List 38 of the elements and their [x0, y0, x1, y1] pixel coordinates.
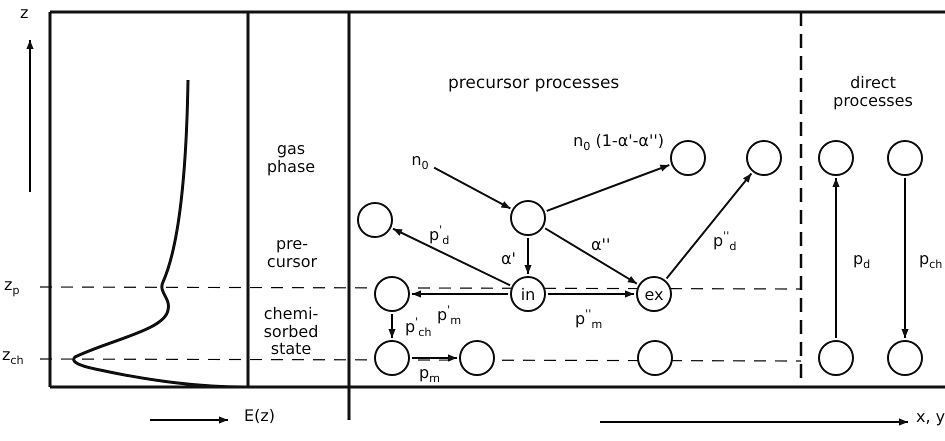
- particle-circle: [887, 340, 923, 376]
- region-label: gas phase: [266, 140, 316, 176]
- particle-circle: [887, 140, 923, 176]
- axis-label: x, y: [916, 408, 945, 426]
- section-heading: precursor processes: [448, 74, 620, 93]
- region-label: chemi- sorbed state: [262, 305, 320, 358]
- arrow: [544, 227, 638, 285]
- flux-label: n$_{0}$: [406, 148, 434, 172]
- axis-tick-label: z$_{ch}$: [2, 346, 24, 364]
- labeled-particle-circle: in: [510, 276, 546, 312]
- particle-circle: [637, 340, 673, 376]
- arrow: [666, 172, 752, 280]
- region-label: pre- cursor: [266, 235, 318, 270]
- arrow: [412, 290, 508, 298]
- labeled-particle-circle: ex: [636, 276, 672, 312]
- arrow: [434, 166, 511, 210]
- arrow: [901, 178, 909, 338]
- particle-circle: [670, 140, 706, 176]
- particle-circle: [357, 202, 393, 238]
- axis-label: E(z): [244, 407, 275, 425]
- arrow: [546, 164, 670, 212]
- particle-circle: [818, 340, 854, 376]
- particle-circle: [510, 200, 546, 236]
- section-heading: direct processes: [832, 74, 914, 110]
- arrow: [392, 228, 510, 286]
- arrow: [524, 238, 532, 274]
- particle-circle: [374, 340, 410, 376]
- arrow: [412, 354, 457, 362]
- axis-tick-label: z$_{p}$: [4, 276, 20, 294]
- arrow: [388, 314, 396, 338]
- rate-label: n$_{0}$ (1-α'-α''): [573, 132, 664, 150]
- particle-circle: [746, 140, 782, 176]
- particle-circle: [374, 276, 410, 312]
- arrow: [832, 178, 840, 338]
- axis-label: z: [20, 4, 28, 22]
- arrow: [548, 290, 634, 298]
- particle-circle: [459, 340, 495, 376]
- particle-circle: [818, 140, 854, 176]
